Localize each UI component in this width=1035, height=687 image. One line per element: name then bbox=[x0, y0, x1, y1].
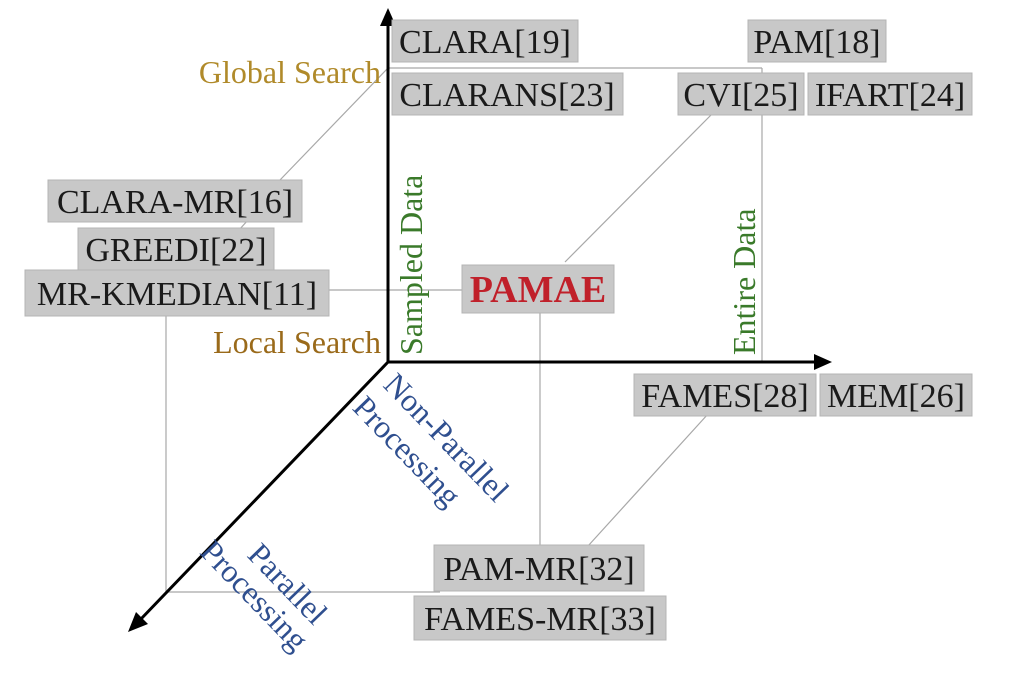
label-ifart: IFART[24] bbox=[815, 77, 965, 114]
box-pam bbox=[747, 19, 887, 63]
local-search-label: Local Search bbox=[213, 324, 381, 360]
box-clara-mr bbox=[47, 179, 303, 223]
box-pamae bbox=[461, 264, 615, 314]
box-cvi bbox=[677, 72, 805, 116]
label-fames: FAMES[28] bbox=[641, 378, 809, 415]
guide-lines bbox=[165, 67, 763, 593]
label-mr-kmedian: MR-KMEDIAN[11] bbox=[37, 276, 317, 313]
box-fames bbox=[633, 373, 817, 417]
horizontal-axis-arrowhead bbox=[814, 354, 832, 370]
sampled-data-label: Sampled Data bbox=[393, 175, 429, 355]
box-mem bbox=[819, 373, 973, 417]
box-clara bbox=[391, 19, 579, 63]
label-pamae: PAMAE bbox=[470, 269, 607, 311]
box-fames-mr bbox=[413, 595, 667, 641]
box-clarans bbox=[391, 72, 624, 116]
box-mr-kmedian bbox=[24, 269, 330, 317]
label-clarans: CLARANS[23] bbox=[399, 77, 614, 114]
label-fames-mr: FAMES-MR[33] bbox=[424, 601, 656, 638]
label-cvi: CVI[25] bbox=[683, 77, 798, 114]
label-pam-mr: PAM-MR[32] bbox=[443, 551, 634, 588]
method-labels: CLARA[19] CLARANS[23] PAM[18] CVI[25] IF… bbox=[37, 24, 965, 638]
label-clara-mr: CLARA-MR[16] bbox=[57, 184, 293, 221]
box-ifart bbox=[807, 72, 973, 116]
guide-cvi-diagonal bbox=[564, 113, 713, 263]
guide-fames-diagonal bbox=[587, 413, 709, 547]
label-greedi: GREEDI[22] bbox=[85, 232, 266, 269]
entire-data-label: Entire Data bbox=[726, 208, 762, 355]
global-search-label: Global Search bbox=[199, 54, 381, 90]
box-pam-mr bbox=[433, 544, 645, 592]
label-mem: MEM[26] bbox=[827, 378, 965, 415]
depth-axis-arrowhead bbox=[128, 612, 148, 632]
label-pam: PAM[18] bbox=[753, 24, 880, 61]
axes bbox=[128, 8, 832, 632]
label-clara: CLARA[19] bbox=[399, 24, 571, 61]
guide-global-diagonal bbox=[279, 67, 389, 181]
depth-axis bbox=[138, 360, 390, 622]
method-boxes bbox=[24, 19, 973, 641]
